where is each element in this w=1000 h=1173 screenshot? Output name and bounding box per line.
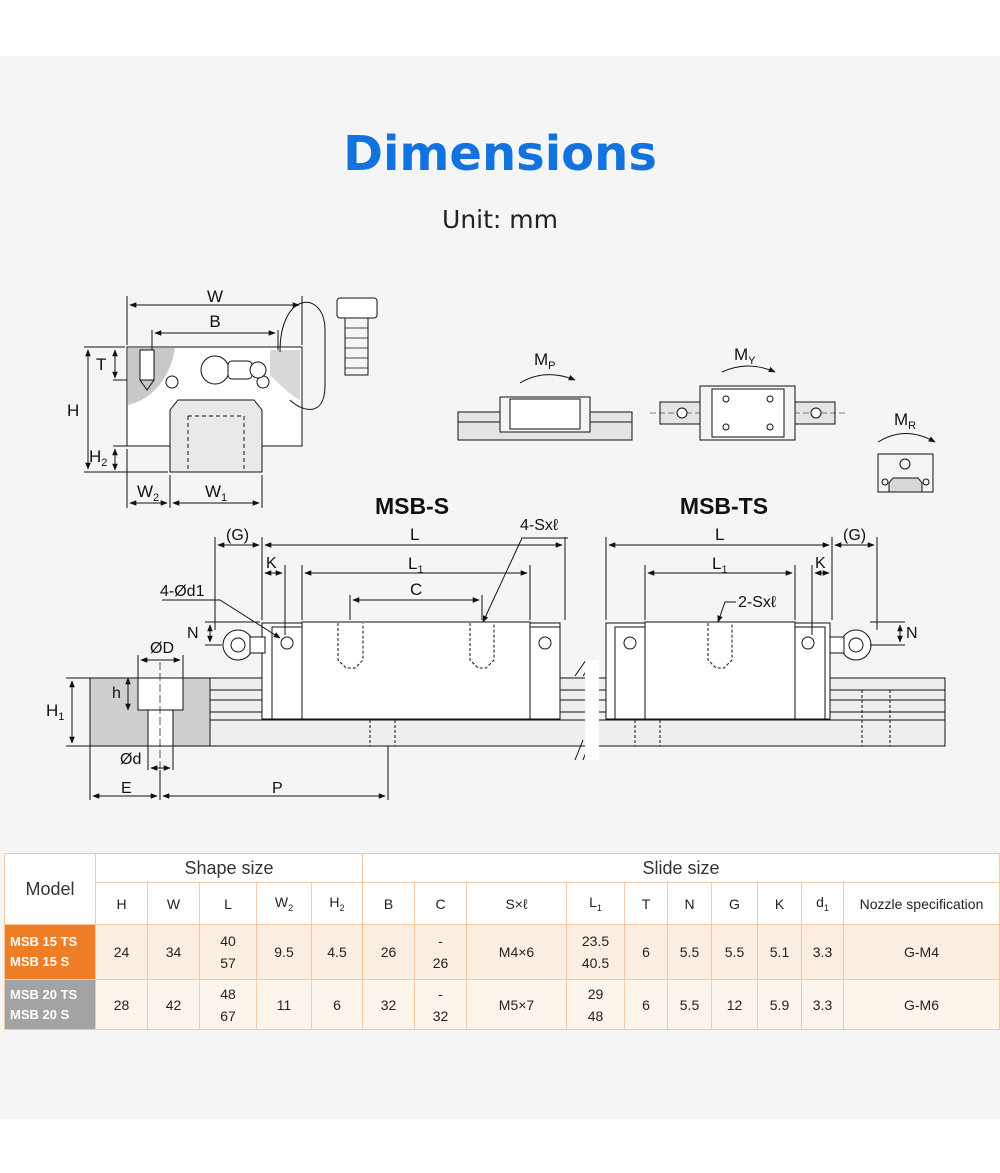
page-title: Dimensions <box>343 126 657 182</box>
dim-W: W <box>207 287 223 306</box>
msb-s-title: MSB-S <box>375 493 449 519</box>
column-header-row: H W L W2 H2 B C S×ℓ L1 T N G K d1 Nozzle… <box>4 882 1000 925</box>
dim-L1-right: L1 <box>712 554 728 576</box>
dim-N-left: N <box>187 625 199 642</box>
dim-W2: W2 <box>137 482 159 504</box>
col-H2: H2 <box>311 882 363 925</box>
side-view <box>66 537 946 800</box>
moment-MP-label: MP <box>534 350 556 372</box>
dim-W1: W1 <box>205 482 227 504</box>
col-N: N <box>667 882 712 925</box>
col-nozzle: Nozzle specification <box>843 882 1000 925</box>
dim-2-Sxl: 2-Sxℓ <box>738 594 776 611</box>
col-G: G <box>711 882 758 925</box>
moment-my-view <box>650 365 845 441</box>
col-B: B <box>362 882 415 925</box>
col-d1: d1 <box>801 882 844 925</box>
col-K: K <box>757 882 802 925</box>
col-T: T <box>624 882 668 925</box>
dim-N-right: N <box>906 625 918 642</box>
col-L: L <box>199 882 257 925</box>
dim-C: C <box>410 580 422 599</box>
dim-G-left: (G) <box>226 527 249 544</box>
slide-size-header: Slide size <box>362 853 1000 883</box>
unit-label: Unit: mm <box>442 205 558 234</box>
dim-T: T <box>96 355 106 374</box>
technical-drawing: W B T H H2 W2 W1 MP MY MR MSB-S MSB-TS <box>46 287 946 800</box>
cross-section-view <box>84 296 378 508</box>
dim-h: h <box>112 685 121 702</box>
dim-H2: H2 <box>89 447 107 469</box>
msb-ts-title: MSB-TS <box>680 493 768 519</box>
model-header: Model <box>4 853 96 925</box>
col-C: C <box>414 882 467 925</box>
dim-P: P <box>272 780 283 797</box>
dim-G-right: (G) <box>843 527 866 544</box>
dimensions-table: Model Shape size Slide size H W L W2 H2 … <box>4 853 1000 1030</box>
dim-4-d1: 4-Ød1 <box>160 583 205 600</box>
dim-L1-left: L1 <box>408 554 424 576</box>
dim-OD: ØD <box>150 640 174 657</box>
moment-mr-view <box>877 433 936 493</box>
moment-mp-view <box>457 374 633 441</box>
dim-K-left: K <box>266 555 277 572</box>
dim-4-Sxl: 4-Sxℓ <box>520 517 558 534</box>
dim-E: E <box>121 780 132 797</box>
dim-od: Ød <box>120 751 141 768</box>
dim-L-right: L <box>715 525 724 544</box>
dim-K-right: K <box>815 555 826 572</box>
col-Sxl: S×ℓ <box>466 882 567 925</box>
dim-H1: H1 <box>46 701 64 723</box>
dim-B: B <box>209 312 220 331</box>
dim-L-left: L <box>410 525 419 544</box>
moment-MR-label: MR <box>894 410 916 432</box>
col-W2: W2 <box>256 882 312 925</box>
dim-H: H <box>67 401 79 420</box>
shape-size-header: Shape size <box>95 853 363 883</box>
col-W: W <box>147 882 200 925</box>
col-L1: L1 <box>566 882 625 925</box>
col-H: H <box>95 882 148 925</box>
moment-MY-label: MY <box>734 345 756 367</box>
